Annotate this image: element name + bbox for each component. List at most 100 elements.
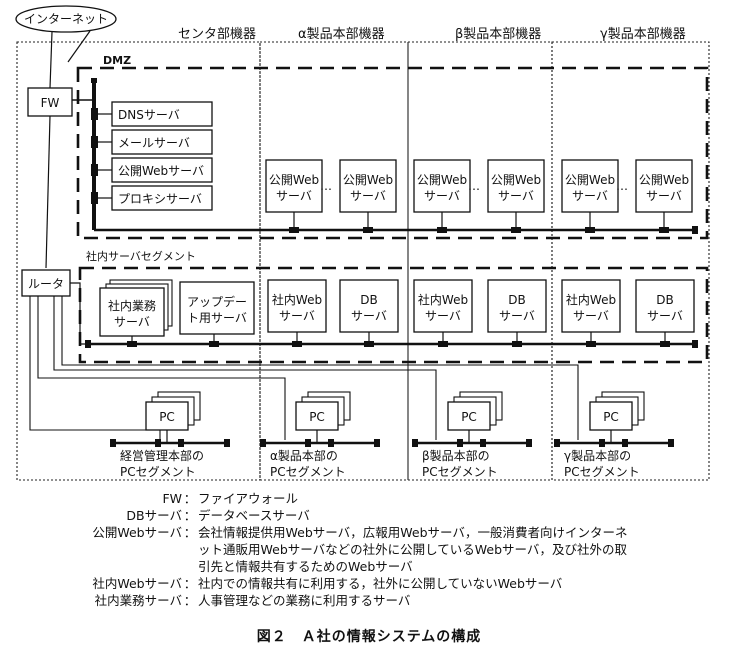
center-biz-server-label-line1: 社内業務 [108,298,156,313]
gamma-db-server-label-line1: DB [656,293,673,307]
center-update-server-label-line1: アップデー [187,294,247,309]
alpha-db-server-label-line2: サーバ [351,309,387,323]
gamma-intweb-server-port [586,341,596,347]
beta-db-server-box [487,279,547,333]
alpha-public-web-1-port [289,227,299,233]
dmz-center-bus-top-end [91,78,97,83]
router-label: ルータ [28,277,64,291]
center-pc-bus-node-3 [178,439,184,447]
gamma-intweb-server-box [561,279,621,333]
beta-db-server-label-line2: サーバ [499,309,535,323]
center-pc-segment-label-line2: PCセグメント [120,465,196,479]
legend-term: DBサーバ [126,508,182,523]
gamma-pc-segment-label-line2: PCセグメント [564,465,640,479]
alpha-intweb-server-label-line1: 社内Web [272,292,322,307]
zone-alpha-label: α製品本部機器 [298,27,385,42]
legend-colon: ： [183,525,197,540]
dmz-frame [76,66,709,240]
beta-public-web-1-label-line2: サーバ [424,189,460,203]
gamma-public-web-ellipsis: … [616,179,628,193]
legend-definition: 人事管理などの業務に利用するサーバ [198,593,411,608]
beta-pc-bus-node-1 [412,439,418,447]
internet-to-dmz-line [67,30,91,63]
alpha-intweb-server-label-line2: サーバ [279,309,315,323]
network-diagram: センタ部機器 α製品本部機器 β製品本部機器 γ製品本部機器 インターネット D… [15,5,710,481]
zone-beta-label: β製品本部機器 [455,27,541,42]
internet-cloud [15,5,117,33]
gamma-db-server-box [635,279,695,333]
alpha-pc-segment-label-line2: PCセグメント [270,465,346,479]
center-dmz-server-4-port [91,192,98,204]
dmz-label: DMZ [103,54,131,67]
gamma-pc-bus-node-3 [622,439,628,447]
center-biz-server-port [127,341,137,347]
beta-intweb-server-box [413,279,473,333]
alpha-public-web-1-label-line2: サーバ [276,189,312,203]
alpha-public-web-1: 公開Webサーバ [265,159,323,213]
center-dmz-server-3-port [91,164,98,176]
alpha-db-server: DBサーバ [339,279,399,333]
fw-label: FW [41,96,60,110]
beta-pc-bus-node-2 [457,439,463,447]
center-pc-segment-label-line1: 経営管理本部の [120,448,204,463]
alpha-public-web-2-port [363,227,373,233]
center-pc-bus-node-4 [224,439,230,447]
center-biz-server-box [99,287,165,337]
alpha-public-web-1-box [265,159,323,213]
alpha-pc-bus-node-1 [260,439,266,447]
beta-db-server-port [512,341,522,347]
gamma-pc-label: PC [603,410,619,424]
alpha-public-web-ellipsis: … [320,179,332,193]
internet-label: インターネット [24,12,108,26]
gamma-db-server-label-line2: サーバ [647,309,683,323]
alpha-public-web-2-label-line2: サーバ [350,189,386,203]
beta-pc-label: PC [461,410,477,424]
lan-segment-label: 社内サーバセグメント [86,249,196,263]
beta-public-web-2-label-line2: サーバ [498,189,534,203]
beta-pc-bus-node-4 [526,439,532,447]
legend-definition: ファイアウォール [198,491,299,506]
beta-db-server-label-line1: DB [508,293,525,307]
alpha-intweb-server-box [267,279,327,333]
gamma-public-web-1: 公開Webサーバ [561,159,619,213]
alpha-public-web-2-box [339,159,397,213]
figure-caption: 図２ Ａ社の情報システムの構成 [256,629,482,645]
alpha-intweb-server-port [292,341,302,347]
center-dmz-server-2-box [111,129,213,155]
center-dmz-server-2-port [91,136,98,148]
beta-public-web-1-port [437,227,447,233]
gamma-public-web-2-label-line2: サーバ [646,189,682,203]
alpha-intweb-server: 社内Web サーバ [267,279,327,333]
gamma-pc-bus-node-4 [668,439,674,447]
center-dmz-server-1-label: DNSサーバ [118,108,180,122]
legend-colon: ： [183,576,197,591]
beta-intweb-server-label-line2: サーバ [425,309,461,323]
legend-row: 社内Webサーバ：社内での情報共有に利用する，社外に公開していないWebサーバ [60,575,562,592]
legend-term: FW [162,491,182,506]
legend-colon: ： [183,593,197,608]
center-update-server-box [179,281,255,335]
legend-row: 公開Webサーバ：会社情報提供用Webサーバ，広報用Webサーバ，一般消費者向け… [60,524,627,575]
internet-to-fw-line [49,31,53,89]
center-dmz-server-1-box [111,101,213,127]
gamma-public-web-2-port [659,227,669,233]
zone-beta-box [407,41,553,481]
lan-server-group: 社内業務サーバアップデート用サーバ社内WebサーバDBサーバ社内WebサーバDB… [99,279,695,347]
beta-public-web-1: 公開Webサーバ [413,159,471,213]
beta-pc-bus-node-3 [480,439,486,447]
center-dmz-server-4-label: プロキシサーバ [118,192,202,206]
beta-public-web-2: 公開Web サーバ [487,159,545,213]
center-biz-server: 社内業務サーバ [99,287,165,337]
zone-gamma-box [551,41,710,481]
alpha-public-web-2-label-line1: 公開Web [343,173,393,187]
beta-public-web-2-label-line1: 公開Web [491,173,541,187]
center-pc-bus-node-1 [110,439,116,447]
center-dmz-server-1-port [91,108,98,120]
gamma-db-server: DB サーバ [635,279,695,333]
zone-gamma-label: γ製品本部機器 [600,27,686,42]
center-dmz-server-3-label: 公開Webサーバ [118,164,204,178]
beta-pc-box [447,401,491,431]
